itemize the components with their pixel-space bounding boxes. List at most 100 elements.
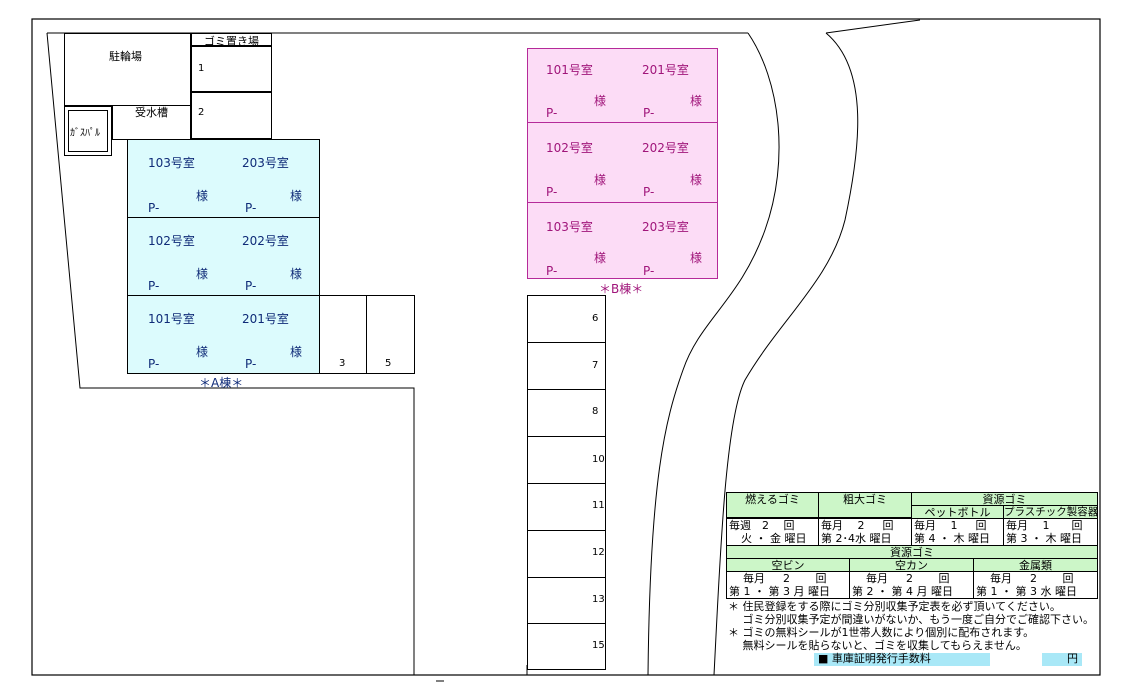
building-a-unit: 103号室 203号室 様 様 P- P- (127, 139, 320, 218)
resident-name-suffix: 様 (690, 173, 703, 187)
room-number: 102号室 (148, 234, 195, 248)
building-a-unit: 102号室 202号室 様 様 P- P- (127, 217, 320, 296)
parking-slot-number: 3 (339, 358, 346, 369)
resident-name-suffix: 様 (594, 94, 607, 108)
parking-slot-number: 11 (592, 500, 605, 511)
parking-slot: 11 (527, 483, 606, 531)
room-number: 101号室 (148, 312, 195, 326)
bulky-header: 粗大ゴミ (818, 492, 912, 518)
building-b-unit: 103号室 203号室 様 様 P- P- (527, 202, 718, 279)
building-a-label: ＊A棟＊ (199, 376, 244, 390)
bicycle-parking-label: 駐輪場 (109, 50, 142, 63)
room-number: 201号室 (242, 312, 289, 326)
parking-slot-number: 2 (198, 107, 205, 118)
metal-frequency: 毎月 2 回 (990, 572, 1074, 585)
parking-slot: 1 (191, 46, 272, 92)
parking-slot-number: 8 (592, 406, 599, 417)
parking-slot: 3 (319, 295, 367, 374)
parking-slot-number: 7 (592, 360, 599, 371)
metal-schedule: 毎月 2 回 第 1 ・ 第 3 水 曜日 (973, 571, 1098, 599)
parking-prefix: P- (148, 201, 160, 215)
plastic-frequency: 毎月 1 回 (1006, 519, 1083, 532)
parking-slot: 7 (527, 342, 606, 390)
metal-days: 第 1 ・ 第 3 水 曜日 (976, 585, 1077, 598)
plastic-days: 第 3 ・ 木 曜日 (1006, 532, 1082, 545)
room-number: 201号室 (642, 63, 689, 77)
plastic-header: プラスチック製容器 (1003, 505, 1098, 519)
bulky-frequency: 毎月 2 回 (821, 519, 894, 532)
parking-slot-number: 13 (592, 594, 605, 605)
parking-slot-number: 6 (592, 313, 599, 324)
pet-days: 第 4 ・ 木 曜日 (914, 532, 990, 545)
bottle-schedule: 毎月 2 回 第 1 ・ 第 3 月 曜日 (726, 571, 850, 599)
note-line: ゴミ分別収集予定が間違いがないか、もう一度ご自分でご確認下さい。 (728, 613, 1094, 626)
parking-slot: 12 (527, 530, 606, 578)
bulky-schedule: 毎月 2 回 第 2･4水 曜日 (818, 518, 912, 546)
resident-name-suffix: 様 (290, 267, 303, 281)
parking-slot: 15 (527, 623, 606, 670)
bicycle-parking: 駐輪場 (64, 33, 191, 106)
building-b-label: ＊B棟＊ (599, 282, 644, 296)
parking-prefix: P- (148, 279, 160, 293)
garage-cert-fee-unit: 円 (1042, 653, 1082, 666)
gas-pole: ｶﾞｽﾊﾟﾙ (64, 106, 112, 156)
parking-slot-number: 1 (198, 63, 205, 74)
bottle-header: 空ビン (726, 558, 850, 572)
parking-prefix: P- (546, 106, 558, 120)
room-number: 202号室 (642, 141, 689, 155)
resident-name-suffix: 様 (690, 251, 703, 265)
parking-prefix: P- (643, 106, 655, 120)
parking-prefix: P- (643, 185, 655, 199)
parking-slot: 13 (527, 577, 606, 624)
can-frequency: 毎月 2 回 (866, 572, 950, 585)
garbage-area-label: ゴミ置き場 (204, 35, 259, 48)
room-number: 103号室 (148, 156, 195, 170)
parking-prefix: P- (546, 185, 558, 199)
burnable-frequency: 毎週 2 回 (729, 519, 795, 532)
resident-name-suffix: 様 (196, 345, 209, 359)
plastic-schedule: 毎月 1 回 第 3 ・ 木 曜日 (1003, 518, 1098, 546)
pet-header: ペットボトル (911, 505, 1004, 519)
resource-header: 資源ゴミ (911, 492, 1098, 506)
parking-prefix: P- (148, 357, 160, 371)
road-edge-right (713, 32, 859, 676)
water-tank: 受水槽 (112, 106, 191, 140)
room-number: 103号室 (546, 220, 593, 234)
parking-slot: 6 (527, 295, 606, 343)
parking-slot: 8 (527, 389, 606, 437)
pet-frequency: 毎月 1 回 (914, 519, 987, 532)
room-number: 101号室 (546, 63, 593, 77)
room-number: 203号室 (242, 156, 289, 170)
parking-prefix: P- (643, 264, 655, 278)
burnable-header: 燃えるゴミ (726, 492, 819, 518)
can-days: 第 2 ・ 第 4 月 曜日 (852, 585, 953, 598)
resident-name-suffix: 様 (690, 94, 703, 108)
note-line: ＊ 住民登録をする際にゴミ分別収集予定表を必ず頂いてください。 (728, 600, 1061, 613)
parking-slot-number: 5 (385, 358, 392, 369)
room-number: 202号室 (242, 234, 289, 248)
resident-name-suffix: 様 (594, 173, 607, 187)
parking-slot-number: 15 (592, 640, 605, 651)
parking-slot-number: 10 (592, 454, 605, 465)
note-line: ＊ ゴミの無料シールが1世帯人数により個別に配布されます。 (728, 626, 1035, 639)
burnable-schedule: 毎週 2 回 火 ・ 金 曜日 (726, 518, 819, 546)
garage-cert-fee-label: ■ 車庫証明発行手数料 (814, 653, 990, 666)
bottle-frequency: 毎月 2 回 (743, 572, 827, 585)
resident-name-suffix: 様 (196, 189, 209, 203)
resident-name-suffix: 様 (196, 267, 209, 281)
bulky-days: 第 2･4水 曜日 (821, 532, 892, 545)
resident-name-suffix: 様 (290, 189, 303, 203)
resource-header-2: 資源ゴミ (726, 545, 1098, 559)
parking-slot-number: 12 (592, 547, 605, 558)
resident-name-suffix: 様 (594, 251, 607, 265)
gas-pole-label: ｶﾞｽﾊﾟﾙ (70, 128, 100, 139)
parking-prefix: P- (245, 201, 257, 215)
building-b-unit: 101号室 201号室 様 様 P- P- (527, 48, 718, 123)
burnable-days: 火 ・ 金 曜日 (741, 532, 807, 545)
pet-schedule: 毎月 1 回 第 4 ・ 木 曜日 (911, 518, 1004, 546)
water-tank-label: 受水槽 (135, 106, 168, 119)
parking-slot: 10 (527, 436, 606, 484)
room-number: 203号室 (642, 220, 689, 234)
